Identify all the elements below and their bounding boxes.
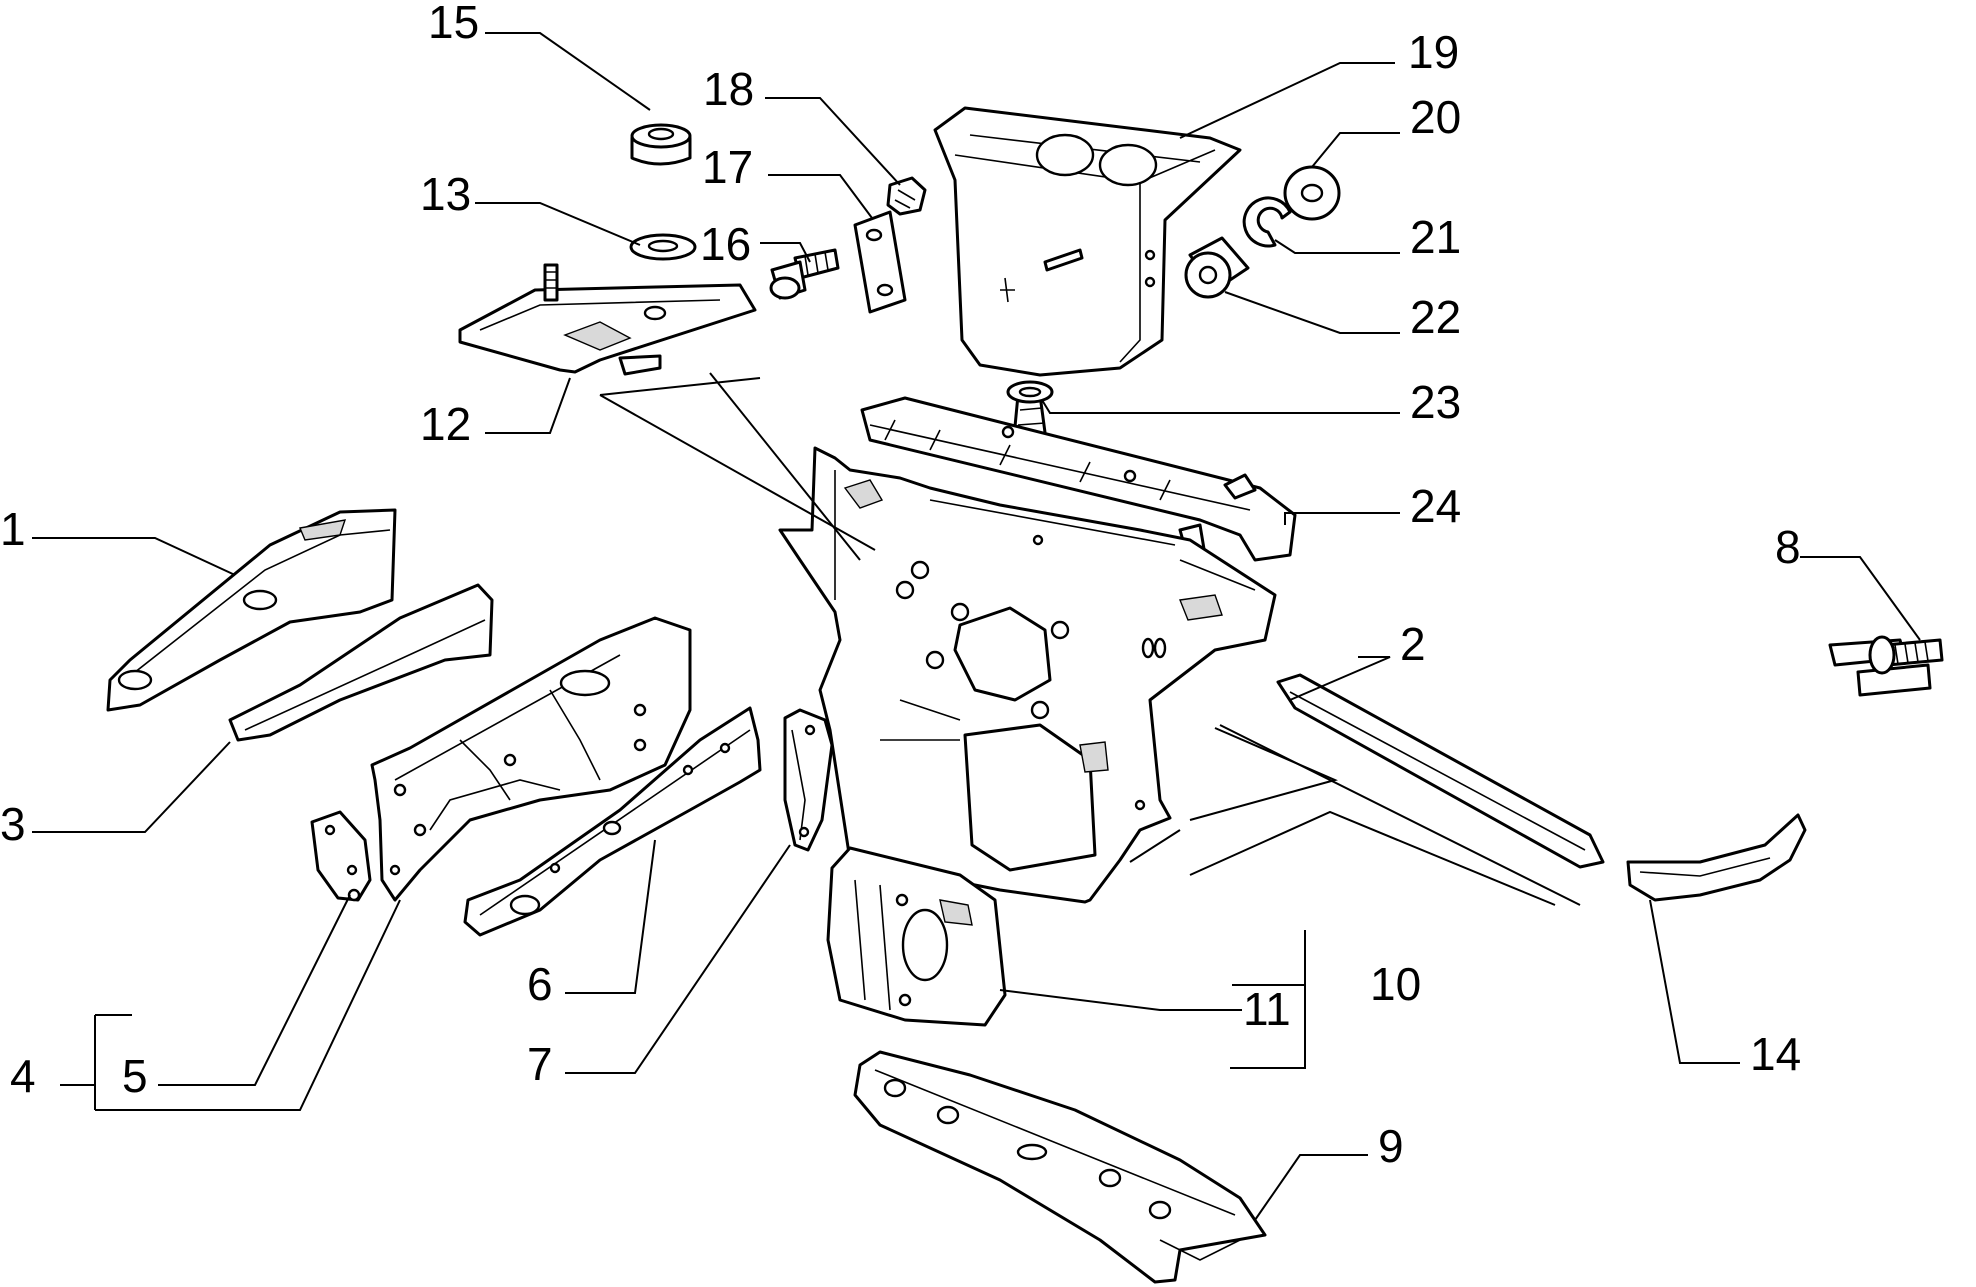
part-22-bushing (1184, 236, 1250, 299)
callout-13: 13 (420, 168, 471, 220)
callout-3: 3 (0, 798, 26, 850)
callout-9: 9 (1378, 1120, 1404, 1172)
part-11-lower-panel (826, 846, 1007, 1027)
callout-14: 14 (1750, 1028, 1801, 1080)
part-2-sill-strip (1276, 673, 1605, 869)
part-6-lower-rail (463, 706, 762, 937)
callout-23: 23 (1410, 376, 1461, 428)
callout-2: 2 (1400, 618, 1426, 670)
callout-21: 21 (1410, 211, 1461, 263)
callout-10: 10 (1370, 958, 1421, 1010)
callout-18: 18 (703, 63, 754, 115)
callout-6: 6 (527, 958, 553, 1010)
part-8-bolt-clamp (1828, 635, 1944, 697)
part-12-bracket-plate (458, 263, 757, 376)
part-14-corner-bracket (1626, 813, 1807, 902)
callout-labels: 1 2 3 4 5 6 7 8 9 10 11 12 13 14 15 16 1… (0, 0, 1801, 1172)
part-15-nut (630, 123, 692, 166)
part-16-bolt (769, 248, 840, 300)
callout-1: 1 (0, 503, 26, 555)
part-18-clip (886, 176, 927, 216)
callout-16: 16 (700, 218, 751, 270)
callout-22: 22 (1410, 291, 1461, 343)
part-17-gasket-plate (853, 210, 907, 314)
callout-8: 8 (1775, 521, 1801, 573)
part-9-lower-rail (853, 1050, 1267, 1284)
part-4-wheelhouse-panel (370, 616, 692, 902)
part-20-washer (1283, 165, 1341, 221)
callout-17: 17 (702, 141, 753, 193)
callout-19: 19 (1408, 26, 1459, 78)
part-1-upper-rail (106, 508, 397, 712)
part-7-vertical-bracket (783, 708, 834, 852)
leader-lines (32, 32, 1921, 1221)
part-21-circlip (1242, 196, 1292, 248)
part-10-firewall-panel (778, 446, 1277, 904)
part-5-small-bracket (310, 810, 372, 902)
callout-5: 5 (122, 1050, 148, 1102)
callout-7: 7 (527, 1038, 553, 1090)
callout-15: 15 (428, 0, 479, 48)
callout-24: 24 (1410, 480, 1461, 532)
part-13-washer (629, 233, 697, 261)
part-3-inner-strip (228, 583, 494, 742)
part-19-housing (933, 106, 1242, 377)
callout-12: 12 (420, 398, 471, 450)
callout-11: 11 (1243, 983, 1291, 1035)
callout-20: 20 (1410, 91, 1461, 143)
callout-4: 4 (10, 1050, 36, 1102)
